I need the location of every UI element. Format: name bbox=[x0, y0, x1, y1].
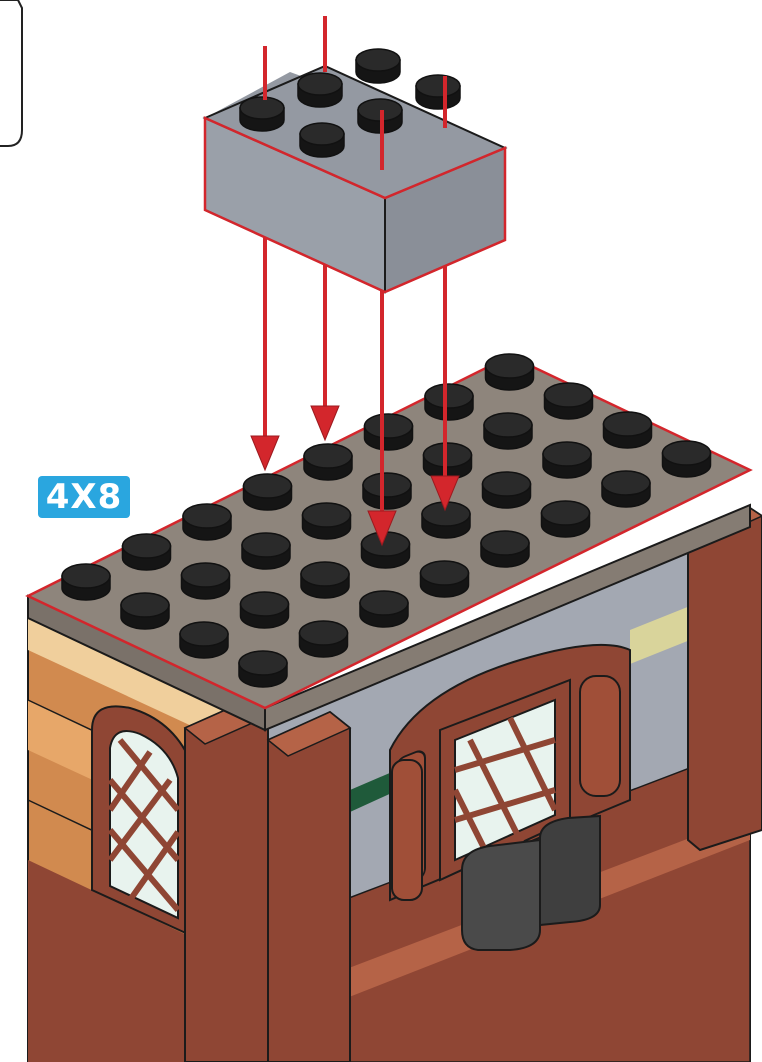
plate-stud bbox=[602, 471, 650, 507]
placement-arrow-icon bbox=[251, 210, 279, 470]
plate-stud bbox=[484, 413, 532, 449]
plate-stud bbox=[486, 354, 534, 390]
plate-stud bbox=[182, 563, 230, 599]
plate-stud bbox=[363, 473, 411, 509]
plate-stud bbox=[239, 651, 287, 687]
plate-stud bbox=[604, 412, 652, 448]
plate-stud bbox=[121, 593, 169, 629]
frame-corner bbox=[0, 0, 22, 146]
size-label: 4X8 bbox=[38, 476, 130, 518]
plate-stud bbox=[304, 444, 352, 480]
plate-stud bbox=[545, 383, 593, 419]
plate-stud bbox=[483, 472, 531, 508]
plate-stud bbox=[542, 501, 590, 537]
brick-stud bbox=[298, 73, 342, 107]
plate-stud bbox=[663, 441, 711, 477]
plate-stud bbox=[303, 503, 351, 539]
brick-2x3-icon bbox=[205, 49, 505, 292]
brick-stud bbox=[416, 75, 460, 109]
brick-stud bbox=[356, 49, 400, 83]
plate-stud bbox=[300, 621, 348, 657]
plate-stud bbox=[241, 592, 289, 628]
plate-stud bbox=[425, 384, 473, 420]
plate-stud bbox=[360, 591, 408, 627]
plate-stud bbox=[242, 533, 290, 569]
brick-stud bbox=[240, 97, 284, 131]
plate-stud bbox=[123, 534, 171, 570]
plate-stud bbox=[543, 442, 591, 478]
plate-stud bbox=[62, 564, 110, 600]
plate-stud bbox=[365, 414, 413, 450]
brick-stud bbox=[300, 123, 344, 157]
plate-stud bbox=[421, 561, 469, 597]
plate-stud bbox=[301, 562, 349, 598]
plate-stud bbox=[481, 531, 529, 567]
plate-stud bbox=[180, 622, 228, 658]
plate-stud bbox=[244, 474, 292, 510]
plate-stud bbox=[424, 443, 472, 479]
plate-stud bbox=[183, 504, 231, 540]
